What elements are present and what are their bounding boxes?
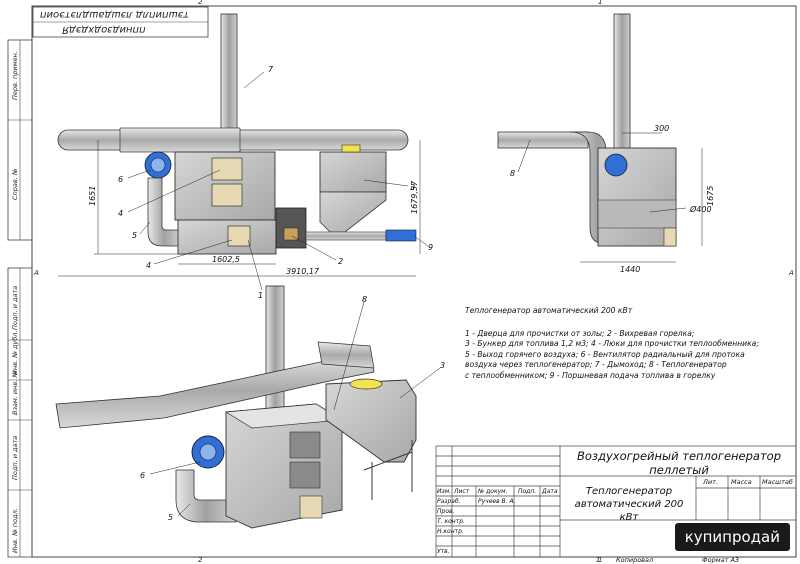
legend-description: Теплогенератор автоматический 200 кВт 1 … — [465, 306, 795, 382]
title-col-scale: Масштаб — [762, 478, 793, 486]
mirrored-stamp-line-2: ппнидзодхдэдЯ — [62, 24, 146, 35]
side-frame-dividers — [8, 40, 32, 557]
side-dimensions — [580, 132, 703, 263]
ash-door — [227, 225, 251, 247]
callout-8: 8 — [510, 169, 515, 178]
callouts: 7 6 4 4 5 1 2 3 9 8 8 3 6 5 — [118, 65, 515, 522]
cleaning-hatch-2 — [211, 183, 243, 207]
side-label-3: Инв. № дубл. — [11, 331, 19, 375]
iso-duct — [55, 351, 375, 429]
side-label-1: Справ. № — [11, 168, 19, 200]
legend-line: 5 - Выход горячего воздуха; 6 - Вентилят… — [465, 349, 745, 359]
firebox — [177, 219, 277, 255]
callout-5: 5 — [132, 231, 137, 240]
side-label-5: Подп. и дата — [11, 436, 19, 480]
leader-lines — [127, 71, 531, 517]
callout-4a: 4 — [118, 209, 123, 218]
isometric-view — [55, 285, 417, 529]
dim-dia400: Ø400 — [689, 204, 712, 214]
title-block-subtitle: Теплогенератор автоматический 200 кВт — [574, 486, 684, 523]
footer-num: 1 — [596, 556, 601, 564]
dim-3910: 3910,17 — [286, 267, 320, 276]
callout-3-iso: 3 — [440, 361, 445, 370]
title-col-lit: Лит. — [703, 478, 718, 486]
header-cell-1: Лист — [454, 488, 470, 495]
footer-copied: Копировал — [616, 556, 654, 564]
side-view — [497, 13, 703, 263]
header-cell-4: Дата — [542, 488, 558, 495]
callout-4b: 4 — [146, 261, 151, 270]
callout-8-iso: 8 — [362, 295, 367, 304]
side-frame-labels: Перв. примен. Справ. № Подп. и дата Инв.… — [11, 51, 19, 553]
role-approve: Утв. — [437, 548, 450, 555]
header-cell-2: № докум. — [478, 488, 508, 495]
piston-feed — [305, 231, 387, 241]
frame-mark-2: 2 — [198, 556, 203, 563]
frame-mark-0: 2 — [198, 0, 203, 6]
role-tcontrol: Т. контр. — [437, 518, 465, 525]
mirrored-stamp-line-1: тэшпиплд лэшдашдлэтэоип — [40, 9, 190, 20]
watermark: купипродай — [674, 523, 790, 551]
dim-1679: 1679,57 — [410, 180, 419, 214]
callout-1: 1 — [258, 291, 263, 300]
callout-7: 7 — [268, 65, 274, 74]
iso-chimney — [265, 285, 285, 421]
side-label-0: Перв. примен. — [11, 51, 19, 100]
iso-hopper — [325, 379, 417, 463]
side-label-6: Инв. № подл. — [11, 508, 19, 553]
dim-1440: 1440 — [620, 265, 640, 274]
callout-6-iso: 6 — [140, 471, 145, 480]
frame-mark-3: 1 — [598, 556, 602, 563]
dimension-labels: 1651 1679,57 1602,5 3910,17 300 1675 Ø40… — [88, 124, 715, 276]
frame-mark-1: 1 — [598, 0, 602, 6]
dim-1651: 1651 — [88, 186, 97, 206]
side-fan — [604, 153, 628, 177]
dim-300: 300 — [654, 124, 669, 133]
callout-5-iso: 5 — [168, 513, 173, 522]
role-ncontrol: Н.контр. — [437, 528, 464, 535]
frame-mark-5: A — [788, 269, 794, 277]
dim-1675: 1675 — [706, 186, 715, 206]
legend-title: Теплогенератор автоматический 200 кВт — [465, 306, 633, 315]
front-view — [57, 13, 421, 277]
callout-3: 3 — [410, 183, 415, 192]
legend-line: воздуха через теплогенератор; 7 - Дымохо… — [465, 360, 727, 370]
title-block-main: Воздухогрейный теплогенератор пеллетый — [576, 449, 782, 477]
legend-line: с теплообменником; 9 - Поршневая подача … — [465, 370, 716, 380]
role-check: Пров. — [437, 508, 455, 515]
legend-line: 3 - Бункер для топлива 1,2 м3; 4 - Люки … — [465, 339, 759, 349]
frame-marks: 2 1 2 1 A A — [33, 0, 794, 563]
side-label-2: Подп. и дата — [11, 286, 19, 330]
callout-6: 6 — [118, 175, 123, 184]
cleaning-hatch-1 — [211, 157, 243, 181]
header-cell-3: Подп. — [518, 488, 537, 495]
footer-format: Формат А3 — [702, 556, 740, 564]
side-duct — [497, 131, 589, 149]
dim-1602: 1602,5 — [212, 255, 240, 264]
header-cell-0: Изм. — [437, 488, 452, 495]
callout-2: 2 — [338, 257, 343, 266]
fuel-hopper — [319, 151, 387, 193]
title-block-grid — [435, 445, 797, 558]
side-label-4: Взам. инв. № — [11, 371, 19, 415]
title-col-mass: Масса — [731, 478, 752, 486]
front-dimensions — [58, 140, 421, 277]
developer-name: Ручеев В. А. — [478, 498, 516, 505]
frame-mark-4: A — [33, 269, 39, 277]
role-develop: Разраб. — [437, 498, 461, 505]
callout-9: 9 — [428, 243, 433, 252]
legend-line: 1 - Дверца для прочистки от золы; 2 - Ви… — [465, 328, 695, 338]
